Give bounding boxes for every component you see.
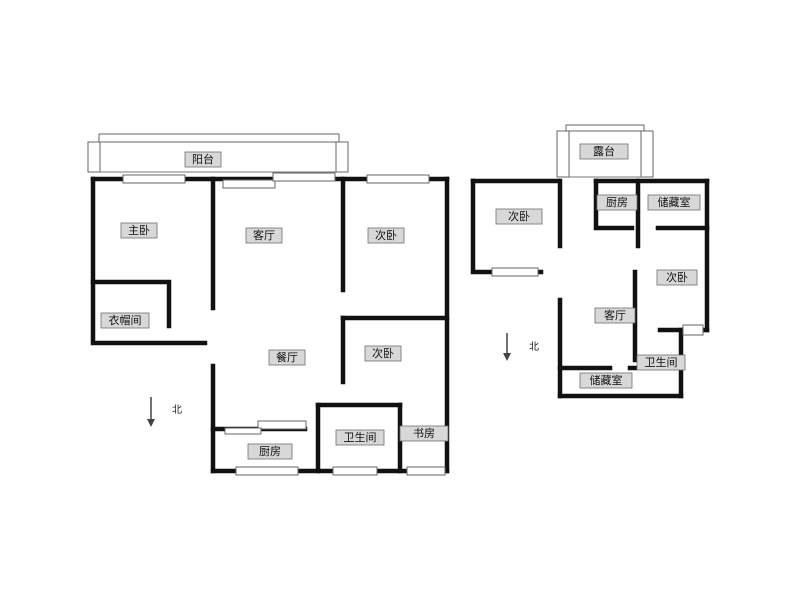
svg-text:卫生间: 卫生间 [645, 355, 678, 369]
room-label-kitchen: 厨房 [596, 194, 638, 211]
svg-text:次卧: 次卧 [666, 270, 688, 284]
svg-text:客厅: 客厅 [253, 228, 275, 242]
room-label-bathroom: 卫生间 [335, 429, 385, 446]
room-label-living-room: 客厅 [594, 307, 636, 324]
floor-plan-left: 阳台 主卧 客厅 次卧 衣帽间 餐厅 次卧 厨房 [87, 133, 450, 476]
svg-text:书房: 书房 [413, 427, 435, 440]
terrace-frame [556, 124, 654, 178]
walls-left [90, 176, 450, 474]
room-label-storage-top: 储藏室 [647, 194, 701, 211]
floor-plan-right: 露台 次卧 厨房 储藏室 次卧 客厅 卫生间 储藏室 [470, 124, 710, 399]
svg-text:储藏室: 储藏室 [658, 195, 691, 209]
north-arrow-left: 北 [147, 397, 182, 427]
svg-text:厨房: 厨房 [259, 445, 281, 458]
room-label-storage-bottom: 储藏室 [579, 372, 633, 389]
svg-text:露台: 露台 [593, 144, 615, 158]
svg-text:次卧: 次卧 [508, 209, 530, 223]
room-label-walk-in-closet: 衣帽间 [100, 312, 150, 329]
room-label-bathroom: 卫生间 [636, 354, 686, 371]
arrow-down-icon [503, 353, 511, 361]
walls-right [470, 178, 710, 399]
windows-left [122, 172, 446, 476]
balcony-frame [87, 133, 349, 173]
svg-text:北: 北 [529, 341, 539, 353]
room-label-dining-room: 餐厅 [268, 349, 306, 366]
room-label-terrace: 露台 [579, 143, 629, 160]
room-label-second-bedroom-se: 次卧 [364, 345, 402, 362]
arrow-down-icon [147, 419, 155, 427]
svg-text:餐厅: 餐厅 [276, 350, 298, 364]
room-label-study: 书房 [399, 425, 449, 442]
svg-text:次卧: 次卧 [375, 228, 397, 242]
svg-text:衣帽间: 衣帽间 [109, 313, 142, 327]
svg-text:次卧: 次卧 [372, 346, 394, 360]
svg-text:客厅: 客厅 [604, 308, 626, 322]
room-label-master-bedroom: 主卧 [120, 222, 158, 239]
svg-text:阳台: 阳台 [192, 152, 214, 166]
north-arrow-right: 北 [503, 333, 539, 361]
room-label-second-bedroom-ne: 次卧 [367, 227, 405, 244]
room-label-living-room: 客厅 [245, 227, 283, 244]
svg-text:储藏室: 储藏室 [590, 373, 623, 387]
windows-right [491, 267, 704, 336]
room-label-kitchen: 厨房 [247, 443, 293, 460]
room-label-balcony: 阳台 [184, 151, 222, 168]
room-label-second-bedroom-east: 次卧 [656, 269, 698, 286]
svg-text:北: 北 [172, 404, 182, 416]
svg-text:主卧: 主卧 [128, 224, 150, 237]
svg-text:卫生间: 卫生间 [344, 430, 377, 444]
room-label-second-bedroom-west: 次卧 [495, 208, 543, 225]
svg-text:厨房: 厨房 [606, 196, 628, 209]
